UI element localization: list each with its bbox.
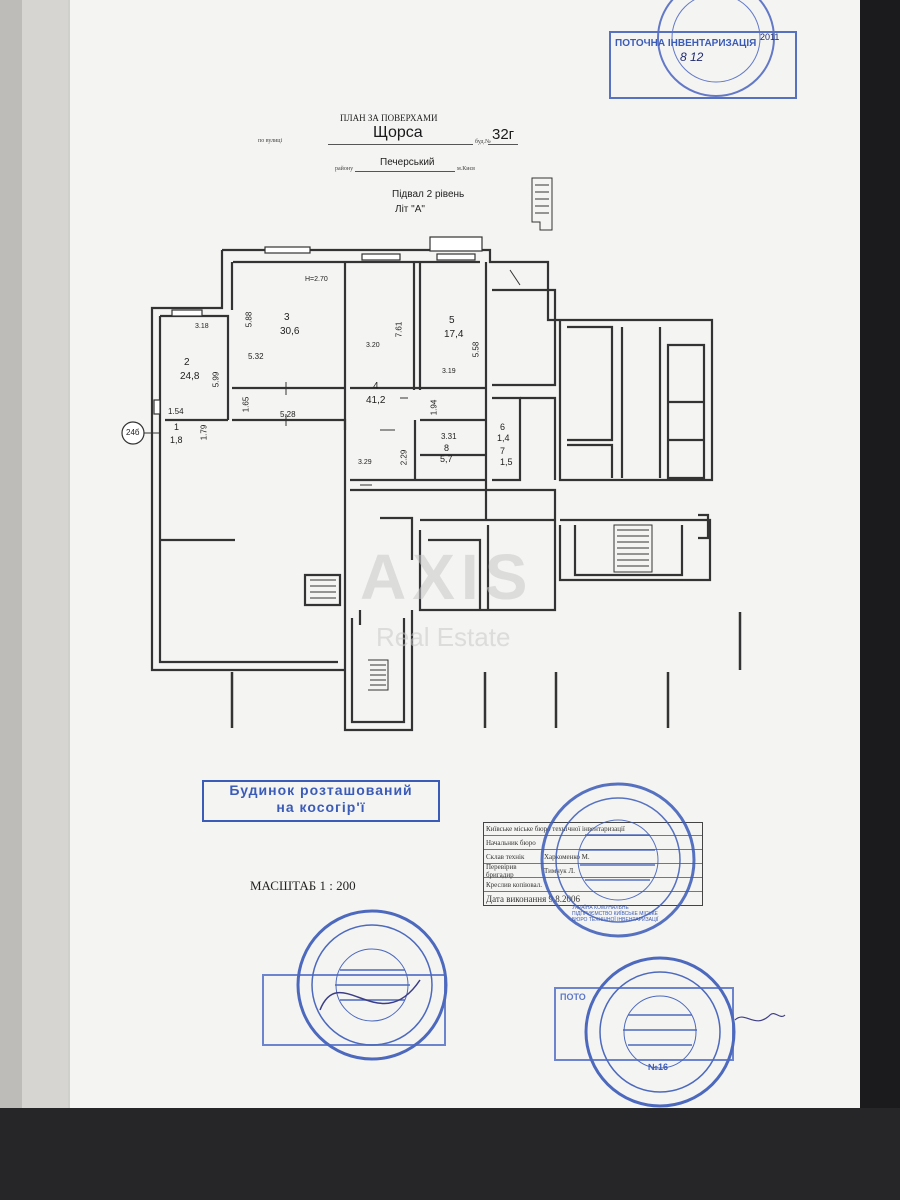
watermark-subtitle: Real Estate	[376, 622, 511, 652]
top-stamp-date: 8 12	[680, 50, 704, 64]
letter-label: Літ "А"	[395, 204, 425, 215]
building-prefix: буд.№	[475, 139, 491, 145]
room-8-area: 5,7	[440, 454, 453, 464]
dim-3-19: 3.19	[442, 368, 456, 375]
district-underline	[355, 171, 455, 172]
scale-label: МАСШТАБ 1 : 200	[250, 878, 356, 893]
top-stamp-title: ПОТОЧНА ІНВЕНТАРИЗАЦІЯ	[615, 38, 757, 49]
room-8-number: 8	[444, 443, 450, 453]
room-4-number: 4	[373, 381, 379, 392]
dim-3-29: 3.29	[358, 459, 372, 466]
round-seal-table	[540, 782, 696, 938]
street-prefix: по вулиці	[258, 138, 283, 144]
watermark-brand: AXIS	[360, 541, 534, 613]
seal-number: №16	[648, 1062, 669, 1072]
dim-3-18: 3.18	[195, 323, 209, 330]
top-right-seal	[609, 0, 797, 99]
building-underline	[488, 144, 518, 145]
room-4-area: 41,2	[366, 395, 386, 406]
dim-5-32: 5.32	[248, 352, 264, 361]
top-stamp-year: 2011	[760, 32, 780, 42]
street-underline	[328, 144, 473, 145]
room-3-number: 3	[284, 312, 290, 323]
room-5-area: 17,4	[444, 329, 464, 340]
title-block-label: Склав технік	[486, 852, 525, 861]
city-label: м.Києв	[457, 166, 475, 172]
title-block-label: Начальник бюро	[486, 838, 536, 847]
title-block-label: Перевірив бригадир	[486, 862, 517, 879]
room-7-number: 7	[500, 446, 506, 456]
axis-label: 24б	[126, 428, 140, 437]
background-left-edge	[0, 0, 22, 1200]
dim-3-20: 3.20	[366, 342, 380, 349]
room-3-area: 30,6	[280, 326, 300, 337]
location-stamp-line1: Будинок розташований	[229, 782, 413, 798]
seal-ring-text: УКРАЇНА КОМУНАЛЬНЕ ПІДПРИЄМСТВО КИЇВСЬКЕ…	[572, 905, 659, 923]
room-1-number: 1	[174, 422, 180, 432]
room-7-area: 1,5	[500, 457, 513, 467]
district-name: Печерський	[380, 157, 435, 168]
ceiling-height: H=2.70	[305, 276, 328, 283]
title-block-value: Тимчук Л.	[544, 866, 575, 875]
title-block-org: Київське міське бюро технічної інвентари…	[486, 825, 625, 833]
bottom-stamp-fragment: ПОТО	[560, 992, 586, 1002]
street-name: Щорса	[373, 124, 423, 141]
location-stamp-line2: на косогір'ї	[276, 799, 366, 815]
room-1-area: 1,8	[170, 435, 183, 445]
title-block-value: Харкоменко М.	[544, 852, 590, 861]
dim-1-54: 1.54	[168, 407, 184, 416]
round-seal-bottom-left	[262, 909, 448, 1061]
building-number: 32г	[492, 126, 515, 143]
title-block-label: Креслив копіювал.	[486, 880, 542, 889]
plan-title: ПЛАН ЗА ПОВЕРХАМИ	[340, 113, 438, 123]
document-sheet	[70, 0, 860, 1108]
room-6-area: 1,4	[497, 433, 510, 443]
room-2-area: 24,8	[180, 371, 200, 382]
room-6-number: 6	[500, 422, 506, 432]
title-block-date: Дата виконання 9.8.2006	[486, 893, 581, 904]
location-stamp: Будинок розташований на косогір'ї	[202, 780, 440, 822]
room-2-number: 2	[184, 357, 190, 368]
room-5-number: 5	[449, 315, 455, 326]
dim-3-31: 3.31	[441, 432, 457, 441]
district-prefix: району	[335, 166, 354, 172]
round-seal-bottom-right	[554, 956, 786, 1108]
background-bottom	[0, 1108, 900, 1200]
dim-5-28: 5.28	[280, 410, 296, 419]
floor-label: Підвал 2 рівень	[392, 189, 465, 200]
